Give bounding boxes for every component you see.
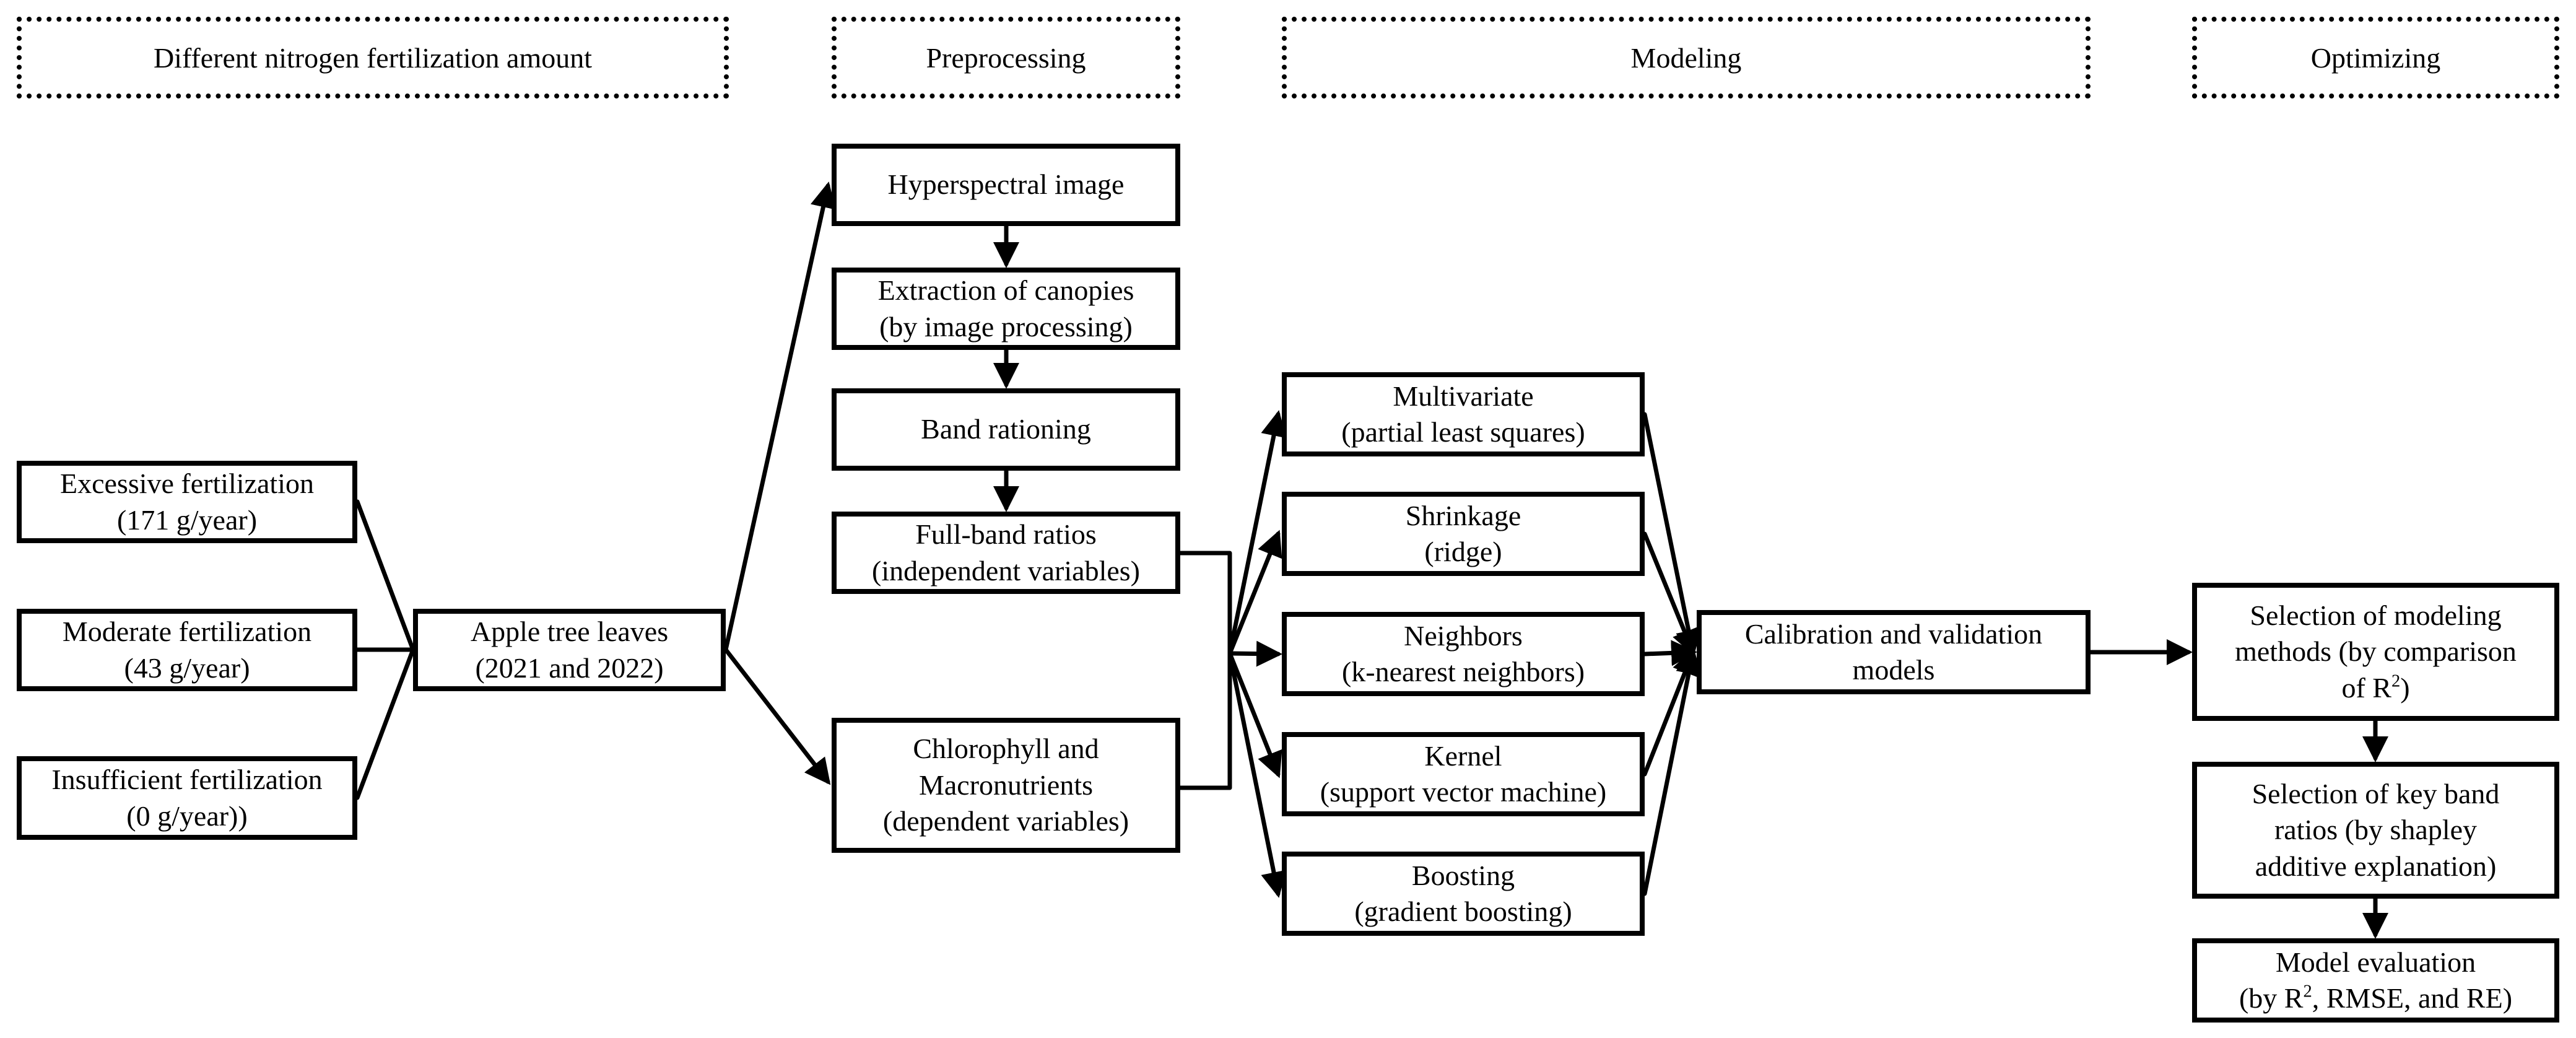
box-excessive-fertilization: Excessive fertilization (171 g/year)	[17, 461, 357, 543]
kernel-method: (support vector machine)	[1320, 776, 1607, 808]
box-neighbors: Neighbors (k-nearest neighbors)	[1282, 612, 1645, 696]
header-preprocessing-label: Preprocessing	[926, 41, 1086, 74]
box-chlorophyll-macronutrients: Chlorophyll and Macronutrients (dependen…	[832, 718, 1180, 853]
boosting-title: Boosting	[1411, 859, 1515, 891]
box-band-rationing: Band rationing	[832, 388, 1180, 471]
arrow-neighbors-to-calibration	[1642, 640, 1697, 666]
header-optimizing: Optimizing	[2192, 17, 2559, 98]
box-calibration-validation: Calibration and validation models	[1697, 610, 2091, 694]
arrow-to-multivariate	[1227, 410, 1287, 656]
moderate-amount: (43 g/year)	[124, 652, 250, 684]
selection-methods-line1: Selection of modeling	[2250, 599, 2502, 631]
extraction-method: (by image processing)	[879, 310, 1133, 342]
arrow-apple-to-hyperspectral	[723, 181, 836, 652]
arrow-shrinkage-to-calibration	[1642, 531, 1697, 656]
apple-years: (2021 and 2022)	[475, 652, 664, 684]
arrow-kernel-to-calibration	[1642, 648, 1697, 777]
arrow-multivariate-to-calibration	[1642, 412, 1702, 656]
connector-insufficient-to-apple	[355, 647, 416, 800]
arrow-boosting-to-calibration	[1642, 648, 1702, 896]
box-extraction-of-canopies: Extraction of canopies (by image process…	[832, 268, 1180, 350]
box-apple-tree-leaves: Apple tree leaves (2021 and 2022)	[413, 609, 726, 691]
connector-excessive-to-apple	[355, 499, 416, 652]
calibration-line2: models	[1852, 654, 1935, 686]
insufficient-amount: (0 g/year))	[126, 800, 248, 832]
full-band-role: (independent variables)	[872, 554, 1140, 587]
shrinkage-title: Shrinkage	[1405, 499, 1521, 531]
neighbors-method: (k-nearest neighbors)	[1341, 656, 1585, 687]
kernel-title: Kernel	[1424, 739, 1502, 772]
connector-chlorophyll-bracket	[1178, 651, 1232, 790]
arrow-to-boosting	[1227, 651, 1287, 898]
arrow-to-shrinkage	[1227, 530, 1282, 656]
full-band-title: Full-band ratios	[915, 518, 1097, 551]
header-optimizing-label: Optimizing	[2310, 41, 2441, 74]
header-nitrogen-fertilization: Different nitrogen fertilization amount	[17, 17, 729, 98]
evaluation-line2-text: (by R	[2239, 982, 2304, 1014]
header-preprocessing: Preprocessing	[832, 17, 1180, 98]
evaluation-line2: (by R2, RMSE, and RE)	[2239, 980, 2512, 1016]
selection-ratios-line1: Selection of key band	[2252, 777, 2500, 809]
header-modeling-label: Modeling	[1630, 41, 1742, 74]
box-moderate-fertilization: Moderate fertilization (43 g/year)	[17, 609, 357, 691]
selection-ratios-line2: ratios (by shapley	[2274, 814, 2478, 846]
box-hyperspectral-image: Hyperspectral image	[832, 144, 1180, 226]
selection-methods-r2-superscript: 2	[2391, 671, 2401, 691]
connector-full-band-bracket	[1178, 551, 1232, 656]
box-selection-key-band-ratios: Selection of key band ratios (by shapley…	[2192, 762, 2559, 899]
hyperspectral-label: Hyperspectral image	[887, 168, 1125, 201]
selection-methods-line3-text: of R	[2341, 671, 2391, 704]
shrinkage-method: (ridge)	[1424, 536, 1502, 567]
selection-methods-line3-close: )	[2400, 671, 2410, 704]
multivariate-method: (partial least squares)	[1341, 416, 1585, 448]
evaluation-r2-superscript: 2	[2303, 982, 2312, 1001]
moderate-title: Moderate fertilization	[62, 616, 312, 648]
header-nitrogen-label: Different nitrogen fertilization amount	[153, 41, 593, 74]
evaluation-line1: Model evaluation	[2275, 946, 2476, 978]
box-selection-modeling-methods: Selection of modeling methods (by compar…	[2192, 583, 2559, 721]
box-shrinkage: Shrinkage (ridge)	[1282, 492, 1645, 576]
chlorophyll-line1: Chlorophyll and	[913, 733, 1099, 765]
arrow-apple-to-chlorophyll	[723, 647, 831, 785]
boosting-method: (gradient boosting)	[1354, 896, 1572, 927]
apple-title: Apple tree leaves	[470, 616, 669, 648]
selection-ratios-line3: additive explanation)	[2255, 850, 2497, 882]
box-model-evaluation: Model evaluation (by R2, RMSE, and RE)	[2192, 938, 2559, 1023]
header-modeling: Modeling	[1282, 17, 2091, 98]
box-boosting: Boosting (gradient boosting)	[1282, 852, 1645, 936]
evaluation-line2-rest: , RMSE, and RE)	[2312, 982, 2513, 1014]
excessive-title: Excessive fertilization	[59, 468, 314, 500]
band-rationing-label: Band rationing	[921, 413, 1091, 445]
box-insufficient-fertilization: Insufficient fertilization (0 g/year))	[17, 756, 357, 840]
extraction-title: Extraction of canopies	[877, 274, 1134, 307]
insufficient-title: Insufficient fertilization	[51, 764, 323, 796]
chlorophyll-role: (dependent variables)	[882, 805, 1129, 837]
neighbors-title: Neighbors	[1404, 619, 1523, 652]
selection-methods-line3: of R2)	[2341, 670, 2409, 706]
excessive-amount: (171 g/year)	[116, 504, 258, 536]
box-kernel: Kernel (support vector machine)	[1282, 732, 1645, 816]
calibration-line1: Calibration and validation	[1744, 617, 2043, 650]
box-full-band-ratios: Full-band ratios (independent variables)	[832, 512, 1180, 594]
multivariate-title: Multivariate	[1393, 380, 1534, 412]
chlorophyll-line2: Macronutrients	[918, 769, 1094, 801]
arrow-to-neighbors	[1227, 640, 1282, 667]
arrow-to-kernel	[1227, 651, 1282, 778]
selection-methods-line2: methods (by comparison	[2235, 635, 2517, 668]
